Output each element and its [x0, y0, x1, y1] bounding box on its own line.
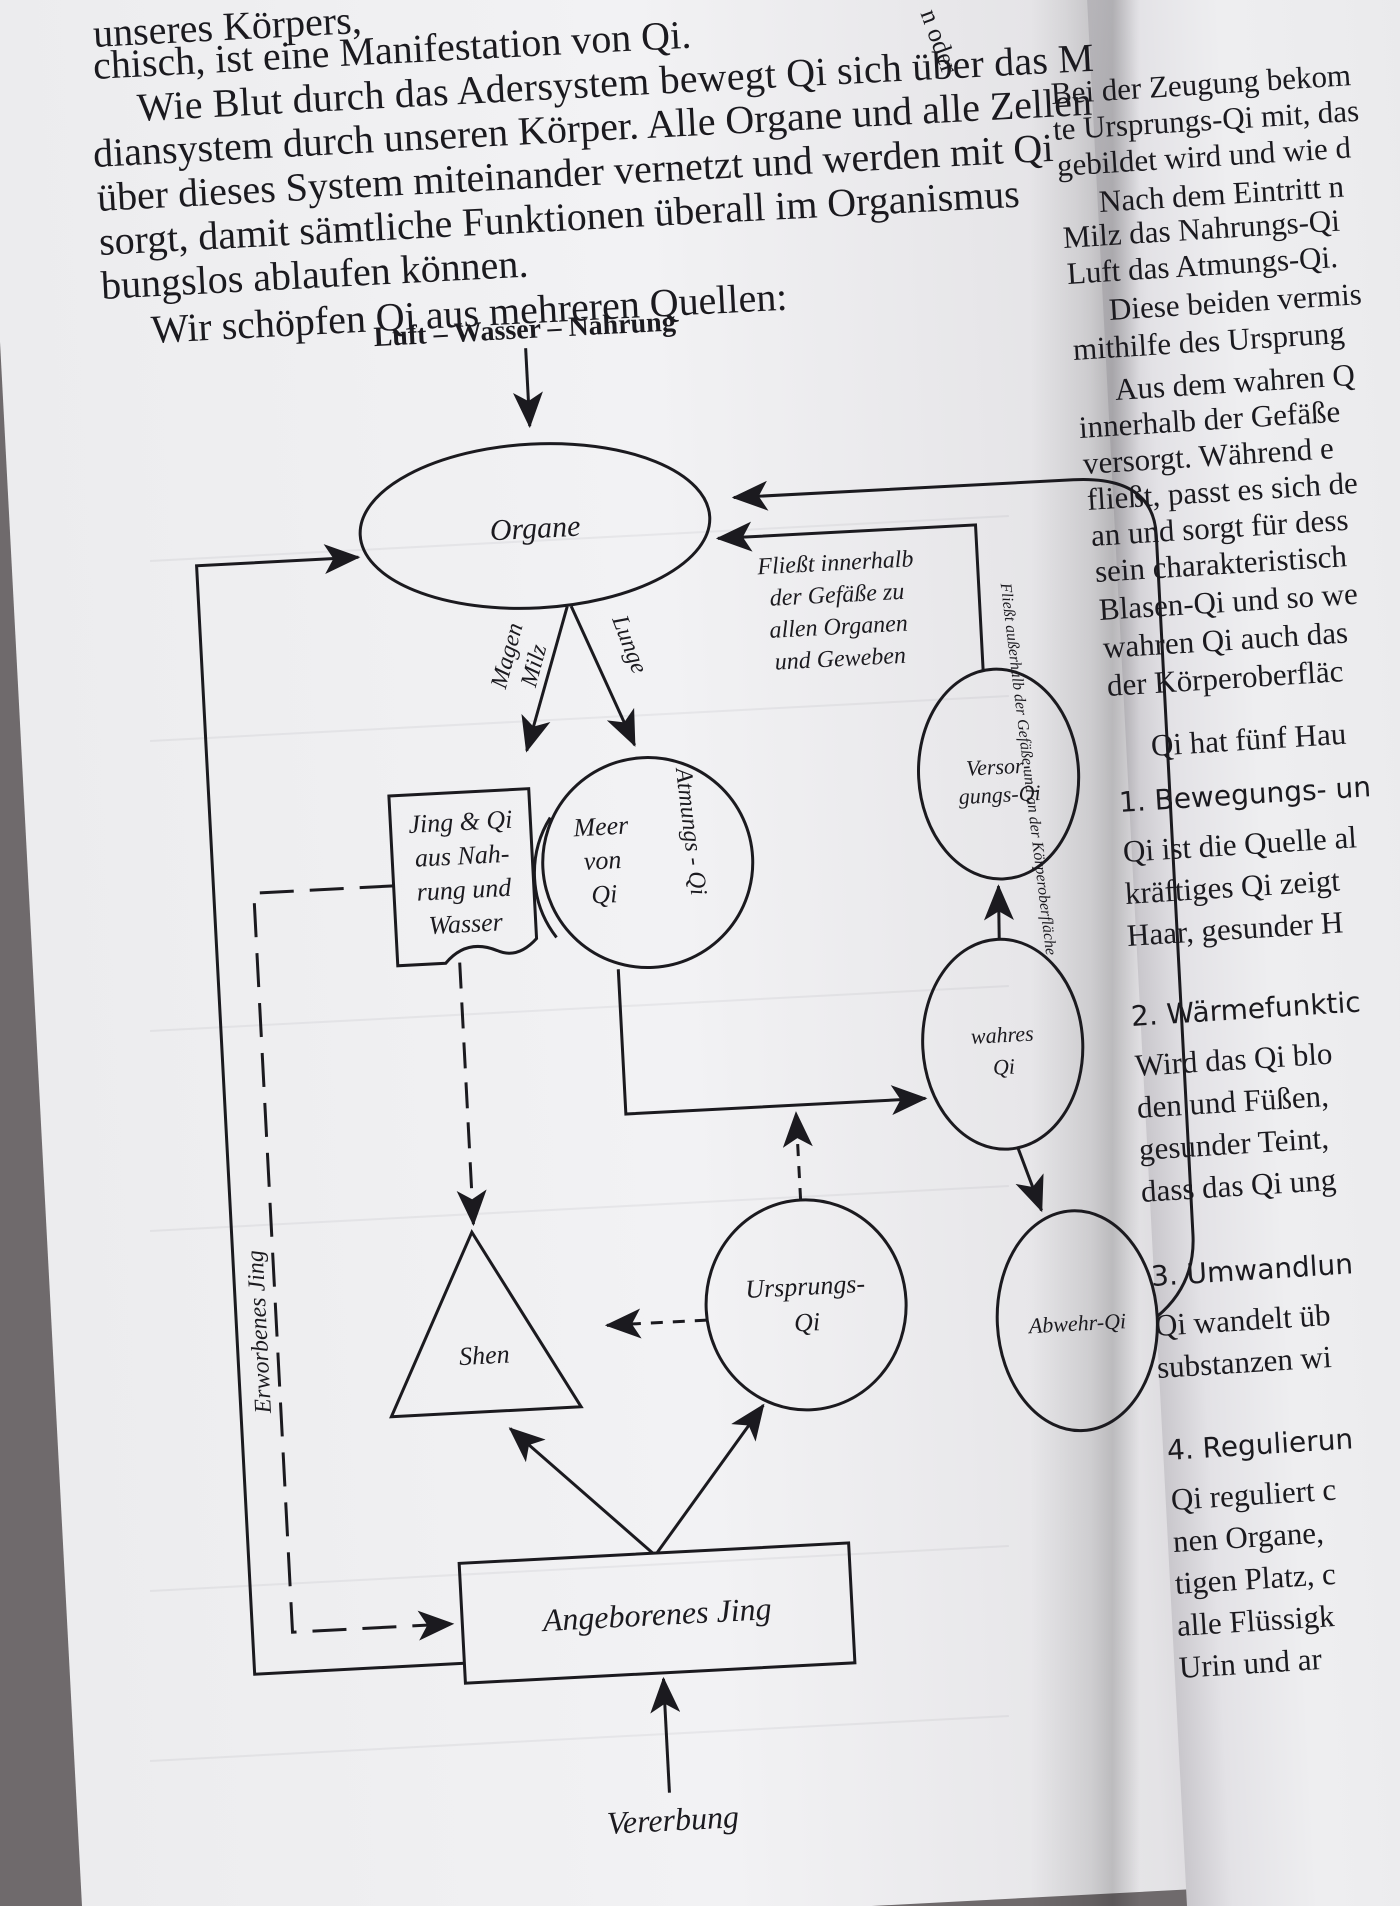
arrow-meer-to-wahres [616, 969, 928, 1116]
arrow-source-to-organe [512, 348, 543, 429]
label-fliesst: der Gefäße zu [769, 579, 905, 612]
label-meer-von-qi: von [583, 845, 622, 876]
spine-shadow [1030, 0, 1140, 1906]
angeborenes-jing-box [457, 1541, 857, 1685]
arrow-lunge [569, 605, 636, 747]
label-luft-wasser-nahrung: Luft – Wasser – Nahrung [373, 306, 677, 353]
arrow-jing-qi-to-shen [456, 962, 487, 1227]
label-ursprungs-qi: Qi [793, 1307, 820, 1337]
label-jing-qi: Jing & Qi [408, 805, 513, 839]
atmungs-qi-circle [541, 756, 755, 970]
arrow-wahres-to-abwehr [1015, 1148, 1044, 1213]
arrow-abwehr-to-organe [731, 477, 1195, 1318]
organe-ellipse [358, 442, 712, 610]
wahres-qi-circle [921, 937, 1085, 1151]
label-shen: Shen [458, 1339, 510, 1371]
label-jing-qi: Wasser [428, 907, 504, 940]
label-fliesst: Fließt innerhalb [756, 546, 914, 580]
arrow-ursprungs-up [782, 1111, 813, 1201]
versorgungs-qi-circle [917, 667, 1081, 881]
label-fliesst: und Geweben [774, 643, 906, 676]
label-abwehr-qi: Abwehr-Qi [1026, 1308, 1127, 1338]
label-jing-qi: aus Nah- [414, 839, 510, 873]
arrow-wahres-to-versorgungs [983, 884, 1014, 940]
label-angeborenes-jing: Angeborenes Jing [540, 1590, 773, 1638]
label-meer-von-qi: Meer [572, 810, 630, 842]
label-meer-von-qi: Qi [591, 879, 618, 909]
label-versorgungs-qi: gungs-Qi [958, 780, 1041, 809]
label-jing-qi: rung und [416, 873, 513, 907]
arrow-magen-milz [521, 606, 569, 753]
label-vererbung: Vererbung [606, 1798, 740, 1841]
label-ursprungs-qi: Ursprungs- [744, 1269, 865, 1304]
arrow-jing-to-shen [508, 1427, 654, 1555]
erworbenes-jing-dashed [252, 884, 455, 1641]
meer-von-qi-overlap [532, 816, 558, 939]
shen-triangle [389, 1229, 584, 1419]
label-erworbenes-jing: Erworbenes Jing [243, 1250, 278, 1415]
arrow-vererbung [650, 1676, 681, 1793]
ursprungs-qi-circle [704, 1198, 908, 1412]
erworbenes-jing-loop [195, 544, 465, 1676]
arrow-ursprungs-to-shen [604, 1308, 707, 1339]
jing-qi-box [387, 787, 539, 968]
label-wahres-qi: Qi [992, 1054, 1015, 1080]
label-atmungs-qi: Atmungs - Qi [670, 765, 712, 897]
label-fliesst: allen Organen [769, 611, 909, 644]
label-lunge: Lunge [606, 611, 652, 678]
arrow-jing-to-ursprungs [655, 1403, 765, 1554]
label-wahres-qi: wahres [970, 1021, 1034, 1049]
right-text-line: Urin und ar [1177, 1641, 1323, 1685]
right-text-line: nen Organe, [1171, 1514, 1325, 1559]
arrow-versorgungs-to-organe [715, 521, 985, 670]
label-organe: Organe [489, 510, 581, 548]
label-versorgungs-qi: Versor- [965, 752, 1031, 780]
